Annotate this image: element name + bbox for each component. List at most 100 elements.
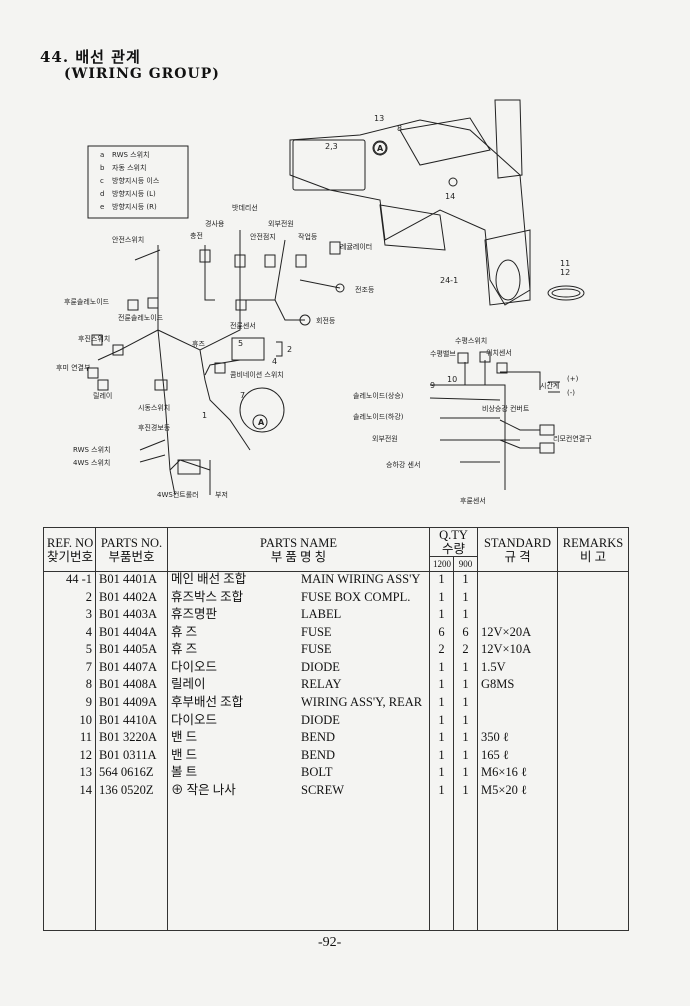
header-standard-en: STANDARD xyxy=(483,535,552,550)
label-outer-power-rear: 외부전원 xyxy=(372,434,398,443)
standard-cell: 165 ℓ xyxy=(477,747,559,766)
name-kr: 휴즈명판 xyxy=(171,607,218,622)
ref-cell: 9 xyxy=(43,695,96,713)
part-no-cell: B01 3220A xyxy=(95,730,168,748)
standard-cell xyxy=(477,571,559,590)
qty-1200-cell: 6 xyxy=(429,624,454,643)
callout-2-3: 2,3 xyxy=(325,142,338,151)
part-no-cell: B01 4404A xyxy=(95,624,168,643)
label-rear-combo: 후미 연결부 xyxy=(56,363,91,372)
name-cell: 휴즈명판 LABEL xyxy=(167,607,430,625)
part-no-cell: B01 0311A xyxy=(95,747,168,766)
legend-text-d: 방향지시등 (L) xyxy=(112,189,156,198)
filler-cell xyxy=(167,800,430,931)
name-en: BEND xyxy=(301,730,336,745)
callout-8: 8 xyxy=(397,124,402,133)
label-solenoid-down: 솔레노이드(하강) xyxy=(353,412,404,421)
header-parts-no: PARTS NO.부품번호 xyxy=(95,527,168,572)
qty-900-cell: 1 xyxy=(452,695,479,713)
label-turn-light: 회전등 xyxy=(316,316,336,325)
header-qty-900: 900 xyxy=(452,556,479,572)
label-rear-switch: 후진스위치 xyxy=(78,334,110,343)
label-level-switch: 수평스위치 xyxy=(455,336,487,345)
qty-900-cell: 2 xyxy=(452,642,479,660)
part-no-cell: B01 4409A xyxy=(95,695,168,713)
name-en: BOLT xyxy=(301,765,333,780)
name-kr: 후부배선 조합 xyxy=(171,695,244,709)
part-no-cell: B01 4402A xyxy=(95,589,168,608)
remarks-cell xyxy=(557,747,630,766)
label-rear-solenoid: 후륜솔레노이드 xyxy=(64,297,110,306)
label-remote-connector: 리모컨연결구 xyxy=(553,434,592,443)
qty-1200-cell: 1 xyxy=(429,695,454,713)
callout-13: 13 xyxy=(374,114,384,123)
name-en: FUSE xyxy=(301,624,332,639)
qty-1200-cell: 1 xyxy=(429,730,454,748)
steering-column-drawing xyxy=(289,99,585,306)
standard-cell xyxy=(477,589,559,608)
name-en: WIRING ASS'Y, REAR xyxy=(301,695,423,709)
standard-cell: M5×20 ℓ xyxy=(477,782,559,801)
wiring-diagram: a RWS 스위치 b 자동 스위치 c 방향지시등 이스 d 방향지시등 (L… xyxy=(56,99,592,505)
qty-900-cell: 1 xyxy=(452,782,479,801)
ref-cell: 3 xyxy=(43,607,96,625)
qty-1200-cell: 1 xyxy=(429,712,454,731)
header-remarks-en: REMARKS xyxy=(562,535,624,550)
name-kr: 다이오드 xyxy=(171,659,218,674)
label-rws-switch: RWS 스위치 xyxy=(73,445,111,454)
legend-entries: a RWS 스위치 b 자동 스위치 c 방향지시등 이스 d 방향지시등 (L… xyxy=(100,150,160,211)
filler-cell xyxy=(477,800,559,931)
qty-1200-cell: 1 xyxy=(429,765,454,783)
name-kr: ⊕ 작은 나사 xyxy=(171,782,236,797)
standard-cell xyxy=(477,607,559,625)
header-ref-no-en: REF. NO xyxy=(47,535,94,550)
ref-cell: 14 xyxy=(43,782,96,801)
header-standard-kr: 규 격 xyxy=(504,549,531,564)
part-no-cell: 136 0520Z xyxy=(95,782,168,801)
part-no-cell: B01 4405A xyxy=(95,642,168,660)
name-en: FUSE xyxy=(301,642,332,657)
legend-key-b: b xyxy=(100,164,105,172)
qty-1200-cell: 1 xyxy=(429,659,454,678)
name-en: LABEL xyxy=(301,607,342,622)
remarks-cell xyxy=(557,695,630,713)
callout-5: 5 xyxy=(238,339,243,348)
label-backrest: 밧데리선 xyxy=(232,203,258,212)
remarks-cell xyxy=(557,730,630,748)
qty-900-cell: 1 xyxy=(452,571,479,590)
callout-14: 14 xyxy=(445,192,455,201)
label-safety-check: 안전점지 xyxy=(250,232,276,241)
standard-cell xyxy=(477,712,559,731)
part-no-cell: B01 4401A xyxy=(95,571,168,590)
filler-cell xyxy=(429,800,454,931)
ref-cell: 4 xyxy=(43,624,96,643)
name-en: FUSE BOX COMPL. xyxy=(301,589,411,604)
main-harness-lines xyxy=(87,140,388,496)
name-en: BEND xyxy=(301,747,336,762)
label-buzzer: 부저 xyxy=(215,490,228,499)
name-kr: 밴 드 xyxy=(171,747,198,762)
label-relay: 릴레이 xyxy=(93,391,112,400)
standard-cell: 12V×20A xyxy=(477,624,559,643)
callout-24-1: 24-1 xyxy=(440,276,458,285)
callout-12: 12 xyxy=(560,268,570,277)
qty-1200-cell: 1 xyxy=(429,747,454,766)
legend-key-d: d xyxy=(100,190,104,198)
label-start-switch: 시동스위치 xyxy=(138,403,170,412)
name-en: RELAY xyxy=(301,677,342,692)
qty-900-cell: 1 xyxy=(452,589,479,608)
